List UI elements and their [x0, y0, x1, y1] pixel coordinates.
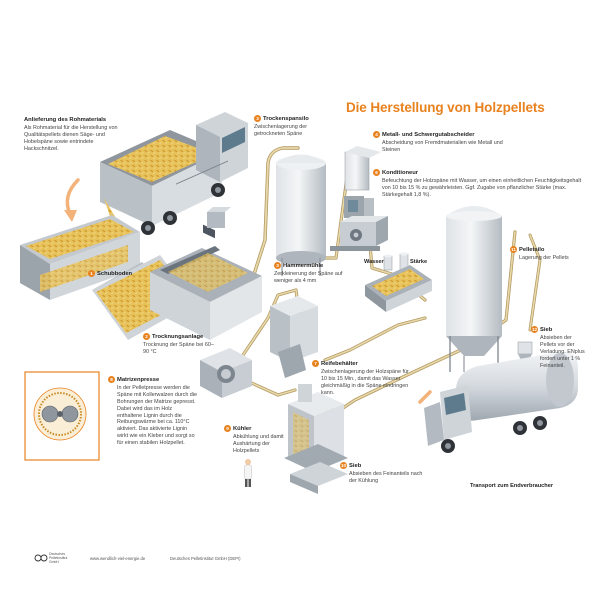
- step-number: 6: [373, 169, 380, 176]
- step-heading: Sieb: [349, 463, 362, 470]
- step-heading: Pelletsilo: [519, 247, 545, 254]
- step-text: Absieben der Pellets vor der Verladung. …: [540, 335, 585, 369]
- step-text: Lagerung der Pellets: [519, 255, 569, 262]
- conditioner: [365, 252, 432, 312]
- logo-text: Deutsches Pelletinstitut GmbH: [49, 552, 68, 564]
- step-number: 4: [373, 131, 380, 138]
- step-number: 3: [254, 115, 261, 122]
- pellet-press: [200, 348, 252, 398]
- maturing-bin: [270, 296, 318, 378]
- step-heading: Trocknungsanlage: [152, 334, 204, 341]
- footer-org: Deutsches Pelletinstitut GmbH (DEPI): [170, 556, 241, 561]
- dryer-unit: [150, 160, 262, 340]
- step-text: Zerkleinerung der Späne auf weniger als …: [274, 271, 343, 285]
- step-text: In der Pelletpresse werden die Späne mit…: [117, 385, 198, 446]
- pellet-silo: [446, 206, 502, 372]
- step-heading: Hammermühle: [283, 263, 324, 270]
- step-text: Zwischenlagerung der Holzspäne für 10 bi…: [321, 369, 409, 396]
- delivery-truck: [100, 112, 248, 250]
- starch-label: Stärke: [410, 259, 428, 265]
- step-heading: Schubboden: [97, 271, 133, 278]
- step-number: 1: [88, 270, 95, 277]
- fines-screen: [290, 462, 348, 494]
- intro-heading: Anlieferung des Rohmaterials: [24, 117, 107, 123]
- step-text: Befeuchtung der Holzspäne mit Wasser, um…: [382, 178, 582, 198]
- step-heading: Matrizenpresse: [117, 377, 160, 384]
- step-heading: Metall- und Schwergutabscheider: [382, 132, 475, 139]
- water-label: Wasser: [364, 259, 384, 265]
- step-text: Zwischenlagerung der getrockneten Späne: [254, 124, 308, 138]
- step-heading: Konditioneur: [382, 170, 419, 177]
- chip-bunker: [20, 215, 196, 340]
- step-number: 8: [108, 376, 115, 383]
- depi-logo: [34, 554, 48, 562]
- press-detail-inset: [24, 371, 100, 461]
- tanker-truck: [424, 351, 578, 453]
- intro-label: Anlieferung des Rohmaterials Als Rohmate…: [24, 117, 124, 152]
- step-heading: Kühler: [233, 426, 252, 433]
- step-number: 7: [312, 360, 319, 367]
- step-text: Abscheidung von Fremdmaterialien wie Met…: [382, 140, 503, 154]
- transport-label: Transport zum Endverbraucher: [470, 483, 553, 489]
- hammer-mill: [330, 216, 388, 251]
- step-number: 12: [531, 326, 538, 333]
- step-text: Absieben des Feinanteils nach der Kühlun…: [349, 471, 423, 485]
- step-number: 2: [143, 333, 150, 340]
- step-heading: Trockenspansilo: [263, 116, 309, 123]
- step-number: 11: [510, 246, 517, 253]
- step-heading: Sieb: [540, 327, 553, 334]
- footer-url[interactable]: www.wendlich-viel-energie.de: [90, 556, 146, 561]
- step-number: 3: [274, 262, 281, 269]
- dry-chip-silo: [276, 154, 326, 276]
- intro-text: Als Rohmaterial für die Herstellung von …: [24, 125, 118, 152]
- arrow-head-1: [64, 210, 77, 222]
- page-title: Die Herstellung von Holzpellets: [346, 100, 545, 115]
- step-text: Trocknung der Späne bei 60–90 °C: [143, 342, 214, 356]
- worker-figure: [244, 459, 252, 487]
- pellet-cooler: [284, 384, 348, 472]
- step-number: 9: [224, 425, 231, 432]
- step-text: Abkühlung und damit Aushärtung der Holzp…: [233, 434, 284, 454]
- metal-separator: [344, 146, 381, 222]
- step-number: 10: [340, 462, 347, 469]
- step-heading: Reifebehälter: [321, 361, 358, 368]
